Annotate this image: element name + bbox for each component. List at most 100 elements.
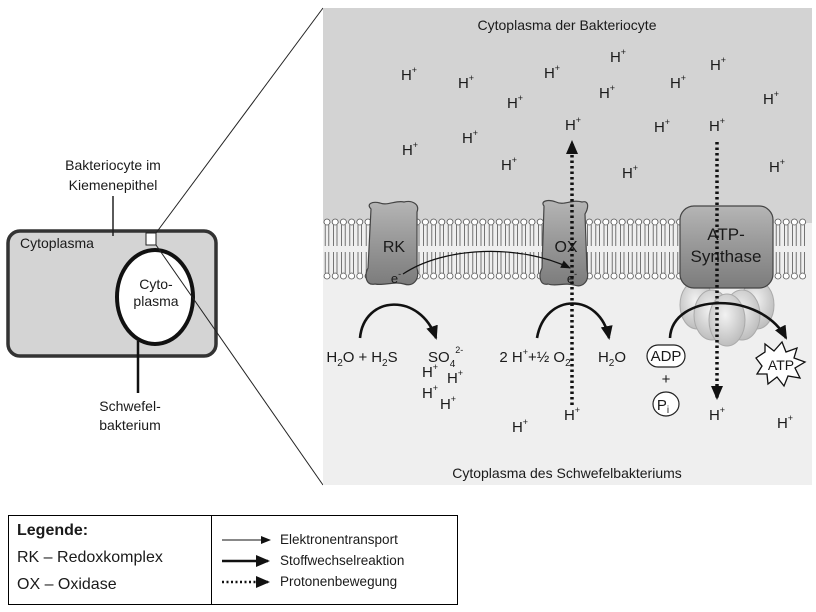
lipid-head — [799, 272, 806, 280]
lipid-head — [454, 218, 462, 226]
legend: Legende: RK – Redoxkomplex OX – Oxidase … — [8, 515, 458, 605]
lipid-head — [635, 218, 642, 226]
proton-label: H+ — [507, 93, 523, 112]
legend-title: Legende: — [17, 522, 89, 539]
atp-starburst — [755, 340, 807, 388]
lipid-tail — [357, 252, 362, 273]
detail-panel: Cytoplasma der Bakteriocyte Cytoplasma d… — [323, 8, 812, 485]
lipid-tail — [628, 225, 633, 246]
lipid-head — [520, 272, 528, 280]
lipid-head — [627, 218, 634, 226]
lipid-tail — [505, 252, 510, 273]
legend-arrow-key: Elektronentransport Stoffwechselreaktion… — [212, 516, 457, 604]
bottom-cytoplasm-label: Cytoplasma des Schwefelbakteriums — [452, 465, 682, 481]
lipid-head — [651, 218, 659, 226]
lipid-tail — [611, 252, 617, 273]
lipid-tail — [439, 225, 444, 246]
lipid-tail — [349, 252, 354, 273]
lipid-tail — [775, 252, 781, 273]
lipid-tail — [349, 225, 354, 246]
lipid-tail — [521, 252, 526, 273]
lipid-head — [528, 218, 536, 226]
legend-metabolic-reaction: Stoffwechselreaktion — [280, 553, 405, 568]
proton-label: H+ — [763, 89, 779, 108]
lipid-tail — [423, 225, 428, 246]
lipid-tail — [480, 225, 485, 246]
lipid-tail — [595, 225, 600, 246]
product-sulfate: SO42- — [428, 345, 463, 370]
lipid-tail — [333, 225, 338, 246]
lipid-tail — [513, 225, 518, 246]
redox-complex-label: RK — [383, 239, 406, 256]
reactant-protons-oxygen: 2 H++½ O2 — [499, 347, 571, 369]
lipid-tail — [628, 252, 633, 273]
proton-label: H+ — [777, 413, 793, 432]
lipid-head — [471, 218, 479, 226]
proton-label: H+ — [710, 55, 726, 74]
atp-synthase-label-line1: ATP- — [707, 225, 744, 244]
lipid-head — [323, 272, 331, 280]
lipid-tail — [792, 252, 797, 273]
legend-entry-ox: OX – Oxidase — [17, 576, 117, 593]
lipid-head — [627, 272, 634, 280]
lipid-tail — [341, 225, 346, 246]
lipid-tail — [480, 252, 485, 273]
proton-label: H+ — [402, 140, 418, 159]
lipid-head — [430, 272, 438, 280]
lipid-head — [610, 218, 618, 226]
lipid-tail — [464, 225, 469, 246]
lipid-tail — [603, 252, 608, 273]
legend-electron-transport: Elektronentransport — [280, 532, 398, 547]
lipid-head — [618, 272, 626, 280]
lipid-head — [782, 218, 790, 226]
lipid-head — [479, 272, 487, 280]
lipid-tail — [800, 252, 805, 273]
legend-arrow-icons — [222, 536, 271, 588]
symbiont-cytoplasm-line2: plasma — [133, 293, 178, 309]
zoom-line-top — [155, 7, 324, 234]
lipid-head — [536, 218, 544, 226]
lipid-tail — [792, 225, 797, 246]
lipid-head — [791, 218, 798, 226]
lipid-head — [791, 272, 798, 280]
lipid-tail — [587, 225, 592, 246]
proton-label: H+ — [769, 157, 785, 176]
zoom-window — [145, 232, 157, 246]
proton-label: H+ — [599, 83, 615, 102]
lipid-head — [495, 218, 503, 226]
legend-entry-rk: RK – Redoxkomplex — [17, 549, 163, 566]
lipid-head — [438, 218, 446, 226]
lipid-head — [618, 218, 626, 226]
lipid-tail — [800, 225, 805, 246]
lipid-tail — [652, 225, 658, 246]
lipid-head — [799, 218, 806, 226]
lipid-tail — [324, 252, 330, 273]
lipid-head — [487, 272, 495, 280]
lipid-tail — [784, 252, 789, 273]
lipid-head — [659, 218, 667, 226]
proton-label: H+ — [462, 128, 478, 147]
lipid-tail — [505, 225, 510, 246]
lipid-head — [774, 218, 782, 226]
lipid-head — [594, 272, 601, 280]
adp-label: ADP — [651, 348, 682, 365]
lipid-tail — [456, 252, 461, 273]
lipid-tail — [611, 225, 617, 246]
proton-label: H+ — [422, 362, 438, 381]
lipid-head — [421, 272, 429, 280]
plus-sign: + — [662, 371, 671, 388]
lipid-head — [331, 218, 339, 226]
proton-label: H+ — [422, 383, 438, 402]
electron-transport-arrow — [402, 250, 571, 275]
lipid-head — [462, 272, 470, 280]
lipid-head — [602, 272, 610, 280]
lipid-head — [651, 272, 659, 280]
lipid-tail — [529, 225, 535, 246]
lipid-tail — [497, 252, 502, 273]
lipid-head — [774, 272, 782, 280]
lipid-head — [331, 272, 339, 280]
atp-synthesis-arrow — [668, 301, 788, 340]
proton-label: H+ — [610, 47, 626, 66]
proton-label: H+ — [565, 115, 581, 134]
lipid-tail — [620, 252, 625, 273]
